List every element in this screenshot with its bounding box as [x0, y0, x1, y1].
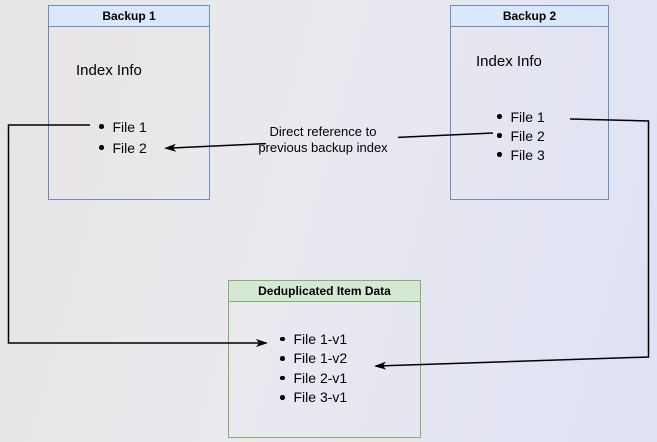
- bullet-icon: [99, 124, 104, 129]
- backup2-file-list: File 1 File 2 File 3: [497, 107, 545, 164]
- bullet-icon: [280, 356, 285, 361]
- file-label: File 1: [510, 108, 545, 125]
- bullet-icon: [497, 152, 502, 157]
- list-item: File 2: [99, 137, 147, 158]
- list-item: File 3-v1: [280, 388, 347, 408]
- file-label: File 2-v1: [293, 369, 348, 386]
- bullet-icon: [497, 133, 502, 138]
- file-label: File 1: [112, 118, 147, 135]
- backup2-box: Backup 2 Index Info File 1 File 2 File 3: [450, 5, 609, 200]
- backup2-index-info-label: Index Info: [476, 53, 542, 70]
- file-label: File 1-v1: [293, 330, 348, 347]
- annotation-line1: Direct reference to: [269, 124, 377, 139]
- file-label: File 2: [112, 139, 147, 156]
- file-label: File 2: [510, 127, 545, 144]
- list-item: File 3: [497, 145, 545, 164]
- list-item: File 1-v2: [280, 349, 347, 369]
- backup1-box: Backup 1 Index Info File 1 File 2: [48, 5, 210, 200]
- file-label: File 3: [510, 146, 545, 163]
- list-item: File 1: [99, 116, 147, 137]
- bullet-icon: [497, 114, 502, 119]
- list-item: File 1: [497, 107, 545, 126]
- list-item: File 2-v1: [280, 368, 347, 388]
- list-item: File 2: [497, 126, 545, 145]
- dedup-box: Deduplicated Item Data File 1-v1 File 1-…: [228, 280, 421, 438]
- dedup-file-list: File 1-v1 File 1-v2 File 2-v1 File 3-v1: [280, 329, 347, 407]
- list-item: File 1-v1: [280, 329, 347, 349]
- file-label: File 1-v2: [293, 350, 348, 367]
- annotation-line2: previous backup index: [258, 140, 388, 155]
- backup1-index-info-label: Index Info: [76, 62, 142, 79]
- bullet-icon: [280, 395, 285, 400]
- backup1-title: Backup 1: [49, 6, 209, 27]
- file-label: File 3-v1: [293, 389, 348, 406]
- backup2-title: Backup 2: [451, 6, 608, 27]
- backup1-file-list: File 1 File 2: [99, 116, 147, 158]
- bullet-icon: [280, 375, 285, 380]
- annotation-label: Direct reference to previous backup inde…: [230, 124, 416, 156]
- dedup-title: Deduplicated Item Data: [229, 281, 420, 302]
- bullet-icon: [280, 336, 285, 341]
- bullet-icon: [99, 145, 104, 150]
